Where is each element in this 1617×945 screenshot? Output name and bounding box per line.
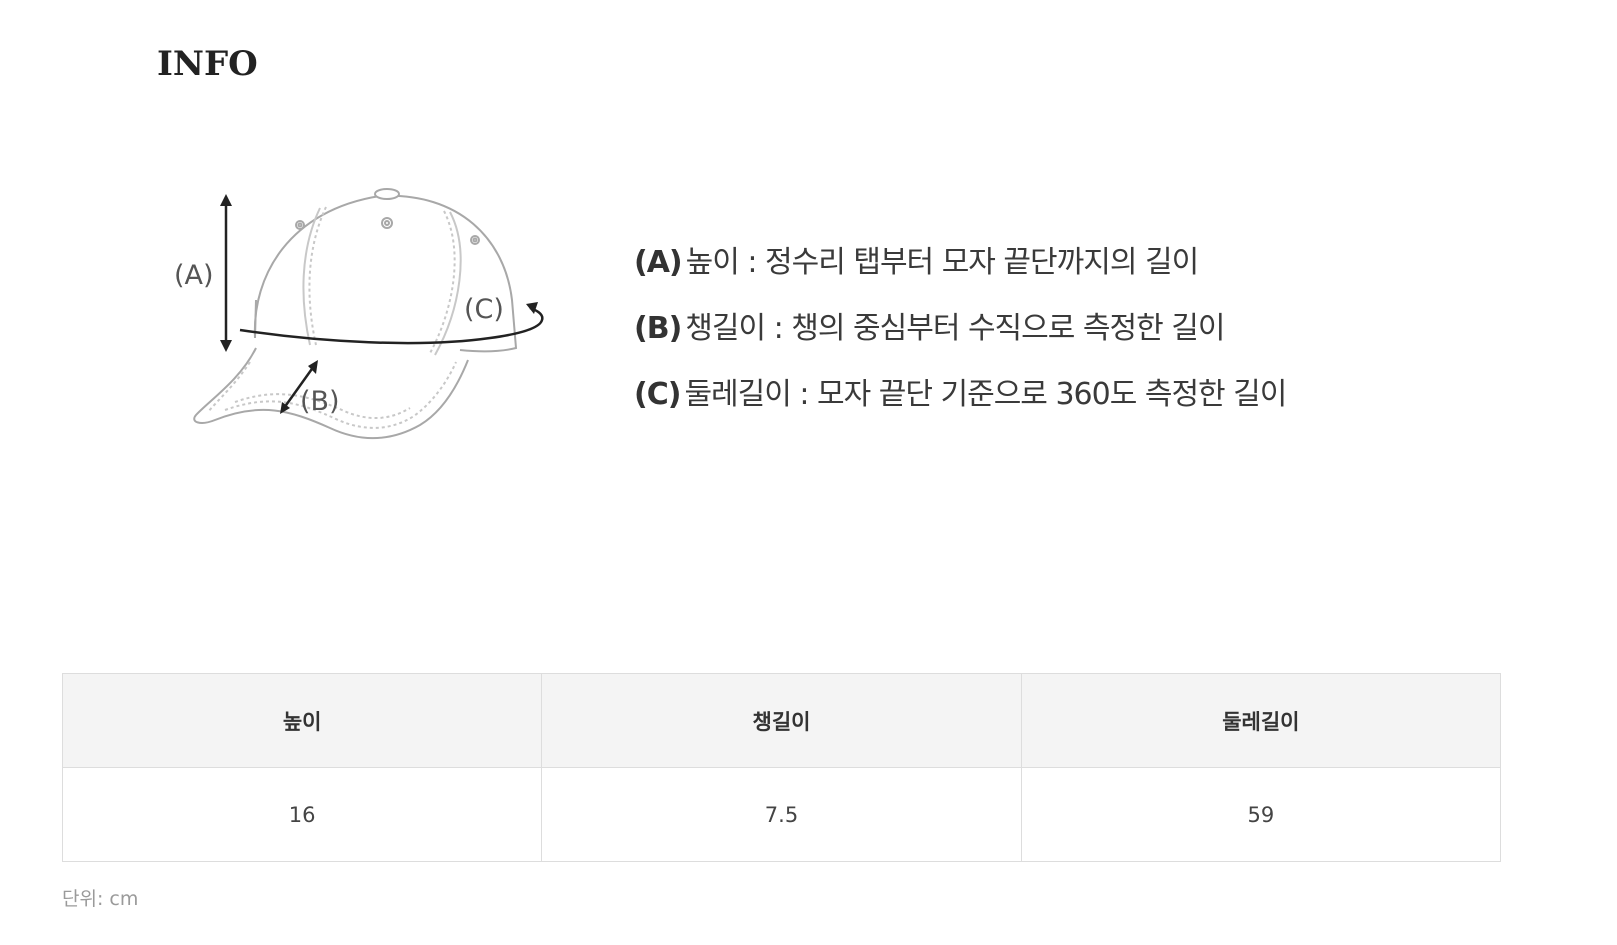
cell-brim: 7.5 bbox=[541, 767, 1022, 862]
legend-key: (C) bbox=[634, 377, 681, 412]
cap-illustration bbox=[193, 188, 518, 440]
cell-height: 16 bbox=[61, 767, 543, 862]
legend-item-circumference: (C)둘레길이 : 모자 끝단 기준으로 360도 측정한 길이 bbox=[634, 362, 1287, 428]
label-a: (A) bbox=[174, 260, 214, 291]
column-header-circumference: 둘레길이 bbox=[1020, 673, 1502, 768]
page-title: INFO bbox=[157, 44, 258, 84]
legend-text: 챙길이 : 챙의 중심부터 수직으로 측정한 길이 bbox=[685, 311, 1225, 346]
legend-text: 높이 : 정수리 탭부터 모자 끝단까지의 길이 bbox=[685, 245, 1200, 280]
legend-text: 둘레길이 : 모자 끝단 기준으로 360도 측정한 길이 bbox=[684, 377, 1287, 412]
column-header-height: 높이 bbox=[61, 673, 543, 768]
circumference-arrow-icon bbox=[239, 302, 544, 345]
legend-item-brim: (B)챙길이 : 챙의 중심부터 수직으로 측정한 길이 bbox=[634, 296, 1286, 362]
column-header-brim: 챙길이 bbox=[541, 673, 1022, 768]
cap-measurement-icon: (A) (C) (B) bbox=[174, 188, 544, 440]
brim-arrow-icon bbox=[280, 360, 318, 414]
measurement-legend: (A)높이 : 정수리 탭부터 모자 끝단까지의 길이 (B)챙길이 : 챙의 … bbox=[634, 230, 1287, 428]
legend-key: (B) bbox=[634, 311, 682, 346]
size-table: 높이 챙길이 둘레길이 16 7.5 59 bbox=[61, 673, 1502, 862]
height-arrow-icon bbox=[220, 194, 232, 352]
label-c: (C) bbox=[464, 294, 504, 325]
unit-note: 단위: cm bbox=[62, 888, 139, 910]
legend-item-height: (A)높이 : 정수리 탭부터 모자 끝단까지의 길이 bbox=[634, 230, 1286, 296]
table-row: 16 7.5 59 bbox=[61, 767, 1502, 862]
label-b: (B) bbox=[300, 386, 340, 417]
cell-circumference: 59 bbox=[1020, 767, 1502, 862]
legend-key: (A) bbox=[634, 245, 683, 280]
table-header-row: 높이 챙길이 둘레길이 bbox=[61, 673, 1502, 768]
